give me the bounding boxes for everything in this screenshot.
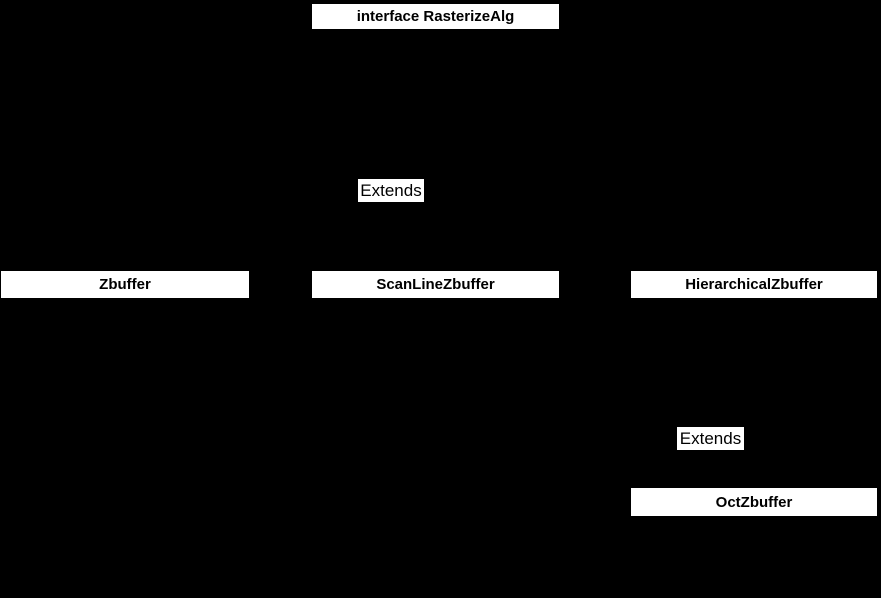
class-box-label: Zbuffer bbox=[99, 276, 151, 293]
class-box-label: ScanLineZbuffer bbox=[376, 276, 495, 293]
class-box-label: HierarchicalZbuffer bbox=[685, 276, 823, 293]
class-box-scanlinezbuffer: ScanLineZbuffer bbox=[311, 270, 560, 299]
class-box-interface-rasterizealg: interface RasterizeAlg bbox=[311, 3, 560, 30]
edge-label-text: Extends bbox=[679, 429, 742, 448]
class-box-octzbuffer: OctZbuffer bbox=[630, 487, 878, 517]
edge-label-extends-top: Extends bbox=[358, 179, 424, 202]
edge-label-text: Extends bbox=[360, 181, 422, 200]
class-box-label: interface RasterizeAlg bbox=[356, 8, 515, 25]
edge-label-extends-bottom: Extends bbox=[677, 427, 744, 450]
class-box-label: OctZbuffer bbox=[715, 493, 793, 511]
class-box-hierarchicalzbuffer: HierarchicalZbuffer bbox=[630, 270, 878, 299]
class-box-zbuffer: Zbuffer bbox=[0, 270, 250, 299]
